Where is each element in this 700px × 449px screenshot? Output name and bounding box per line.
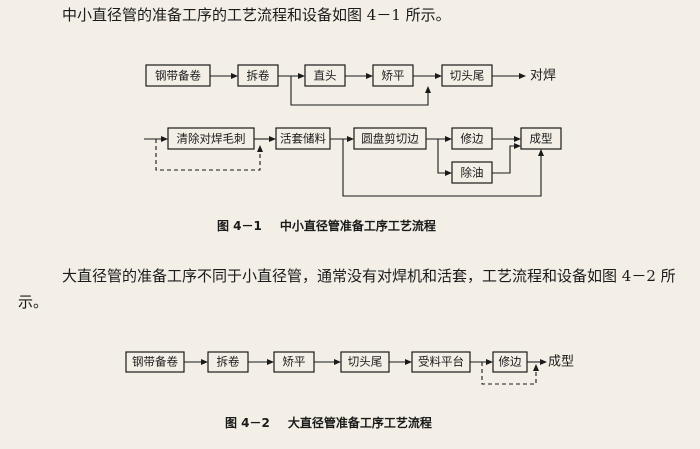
figure1-caption: 图 4－1 中小直径管准备工序工艺流程: [217, 217, 436, 234]
fig1-row1-arrows: [210, 73, 526, 106]
fig1-step-deoil: 除油: [451, 161, 493, 184]
svg-text:修边: 修边: [461, 132, 484, 146]
svg-text:钢带备卷: 钢带备卷: [155, 69, 201, 83]
fig1-step-accumulator: 活套储料: [275, 127, 331, 150]
fig2-arrows: [184, 359, 547, 385]
figure2-caption-number: 图 4－2: [225, 416, 270, 430]
figure1-caption-number: 图 4－1: [217, 219, 262, 233]
svg-text:活套储料: 活套储料: [280, 132, 326, 146]
fig2-step-coil: 钢带备卷: [125, 351, 185, 373]
svg-text:直头: 直头: [314, 69, 337, 83]
svg-text:受料平台: 受料平台: [418, 355, 464, 369]
svg-text:钢带备卷: 钢带备卷: [132, 355, 178, 369]
fig1-step-crop: 切头尾: [441, 64, 493, 87]
svg-text:切头尾: 切头尾: [348, 355, 383, 369]
fig2-step-edge-dress: 修边: [492, 351, 528, 373]
fig1-step-deburr: 清除对焊毛刺: [167, 127, 255, 150]
fig2-step-feed-table: 受料平台: [411, 351, 471, 373]
fig2-step-crop: 切头尾: [340, 351, 390, 373]
fig2-step-level: 矫平: [273, 351, 315, 373]
svg-text:修边: 修边: [499, 355, 522, 369]
fig2-step-forming: 成型: [548, 355, 574, 370]
fig1-step-level: 矫平: [372, 64, 414, 87]
fig1-row2-arrows: [144, 136, 544, 197]
fig1-step-uncoil: 拆卷: [237, 64, 279, 87]
svg-text:圆盘剪切边: 圆盘剪切边: [361, 132, 419, 146]
svg-text:矫平: 矫平: [382, 69, 405, 83]
fig2-step-uncoil: 拆卷: [207, 351, 249, 373]
fig1-step-coil: 钢带备卷: [145, 64, 211, 87]
svg-text:切头尾: 切头尾: [450, 69, 485, 83]
svg-text:成型: 成型: [530, 132, 553, 146]
fig1-step-butt-weld: 对焊: [530, 68, 556, 84]
figure2-caption-title: 大直径管准备工序工艺流程: [287, 416, 432, 430]
svg-text:清除对焊毛刺: 清除对焊毛刺: [177, 132, 246, 146]
figure2-caption: 图 4－2 大直径管准备工序工艺流程: [225, 414, 432, 431]
body-paragraph: 大直径管的准备工序不同于小直径管，通常没有对焊机和活套，工艺流程和设备如图 4－…: [18, 267, 676, 311]
svg-text:拆卷: 拆卷: [217, 355, 240, 369]
fig1-step-straighten-head: 直头: [304, 64, 346, 87]
fig1-step-side-trim: 圆盘剪切边: [353, 127, 427, 150]
intro-paragraph: 中小直径管的准备工序的工艺流程和设备如图 4－1 所示。: [62, 6, 451, 24]
svg-text:矫平: 矫平: [283, 355, 306, 369]
fig1-step-edge-dress: 修边: [451, 127, 493, 150]
svg-text:除油: 除油: [461, 166, 484, 180]
svg-text:拆卷: 拆卷: [247, 69, 270, 83]
fig1-step-forming: 成型: [520, 127, 562, 150]
figure1-caption-title: 中小直径管准备工序工艺流程: [279, 219, 436, 233]
